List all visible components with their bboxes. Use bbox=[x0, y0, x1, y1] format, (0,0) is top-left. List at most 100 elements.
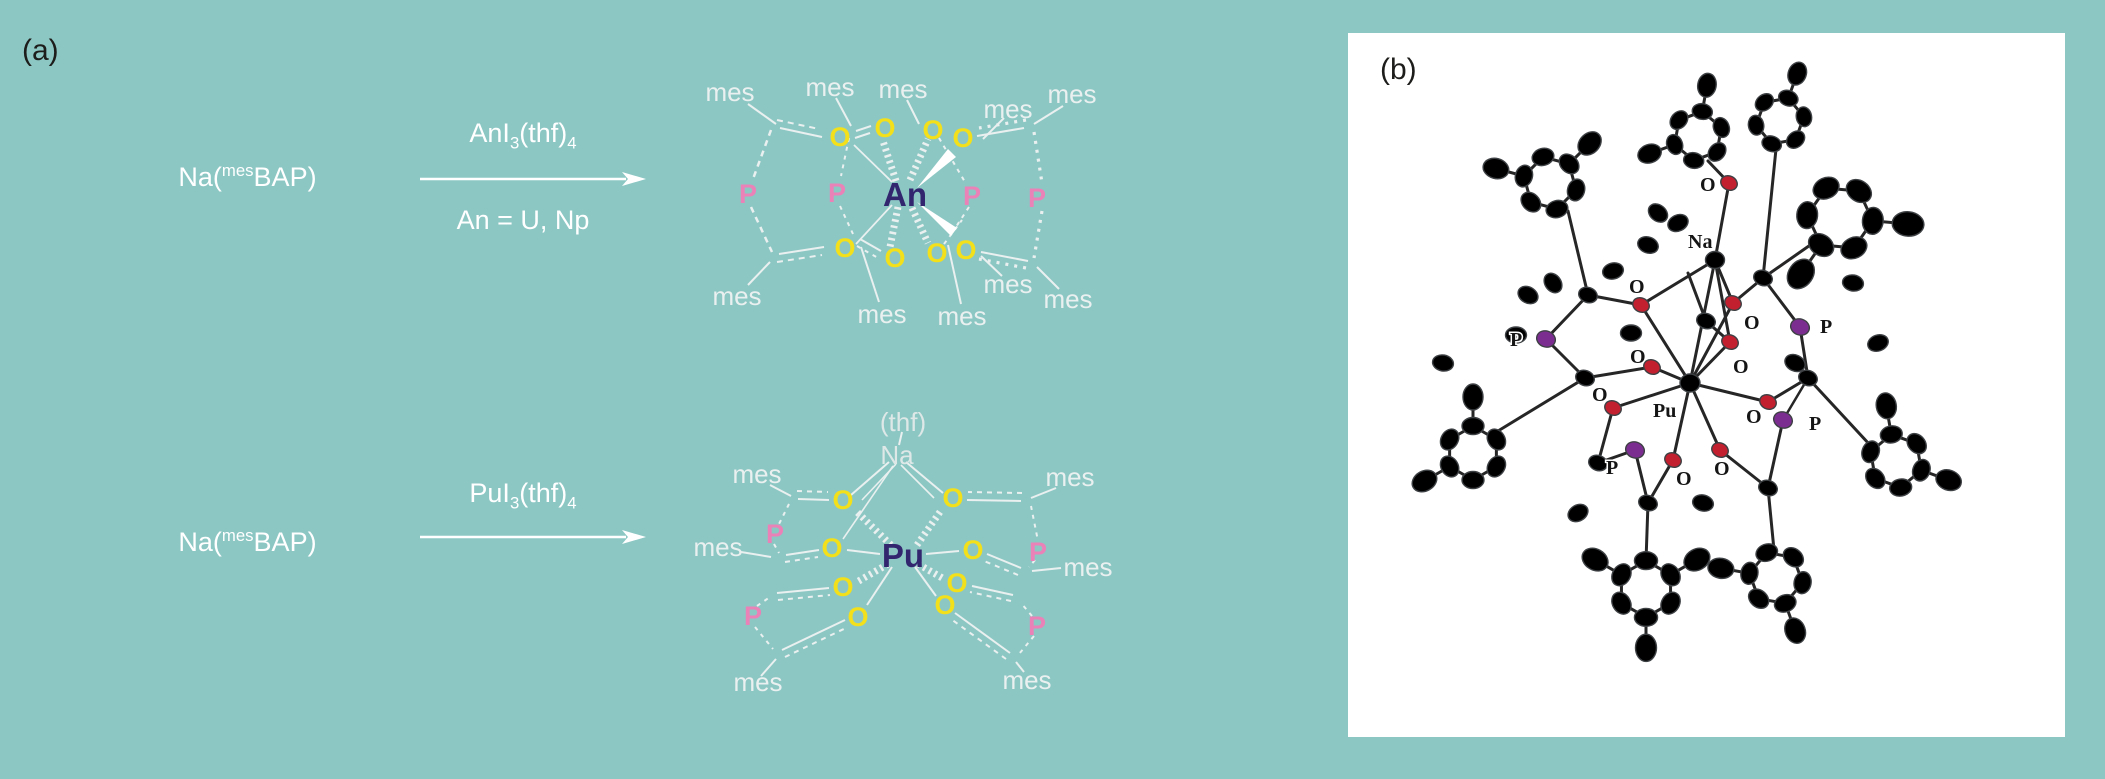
reactant-1-rest: BAP) bbox=[253, 162, 317, 192]
phosphorus-atom bbox=[1789, 318, 1811, 336]
oxygen-atom bbox=[1604, 400, 1622, 416]
ortep-bond bbox=[1761, 147, 1778, 280]
oxygen-label: O bbox=[821, 533, 842, 563]
oxygen-label: O bbox=[834, 233, 855, 263]
an-structure-bonds bbox=[747, 97, 1064, 305]
mes-label: mes bbox=[937, 301, 986, 331]
methyl-ellipsoid bbox=[1935, 469, 1963, 492]
ortep-heteroatoms bbox=[1535, 175, 1811, 468]
carbon-ellipsoid bbox=[1758, 479, 1778, 497]
methyl-ellipsoid bbox=[1875, 392, 1898, 420]
carbon-ellipsoid bbox=[1637, 235, 1659, 255]
reagent-2: PuI3(thf)4 bbox=[408, 478, 638, 513]
carbon-ellipsoid bbox=[1611, 591, 1632, 615]
carbon-ellipsoid bbox=[1691, 102, 1714, 121]
carbon-ellipsoid bbox=[1845, 178, 1873, 204]
phosphorus-label: P bbox=[739, 179, 757, 209]
carbon-ellipsoid bbox=[1740, 561, 1759, 585]
mes-label: mes bbox=[1043, 284, 1092, 314]
ortep-p-label: P bbox=[1606, 457, 1618, 479]
carbon-ellipsoid bbox=[1865, 467, 1886, 490]
ortep-bond bbox=[1496, 376, 1587, 433]
condition-1: An = U, Np bbox=[456, 205, 590, 235]
carbon-ellipsoid bbox=[1588, 454, 1608, 472]
ortep-bond bbox=[1566, 209, 1590, 297]
reaction-1-arrow bbox=[420, 172, 646, 186]
panel-b-label: (b) bbox=[1380, 53, 1417, 86]
methyl-ellipsoid bbox=[1581, 547, 1609, 572]
carbon-ellipsoid bbox=[1861, 206, 1884, 235]
carbon-ellipsoid bbox=[1784, 353, 1806, 373]
oxygen-atom bbox=[1724, 295, 1742, 311]
ortep-bond bbox=[1639, 258, 1717, 307]
an-wedge-bond-bottom bbox=[917, 202, 957, 236]
oxygen-label: O bbox=[832, 572, 853, 602]
ortep-bond bbox=[1688, 381, 1722, 452]
carbon-ellipsoid bbox=[1578, 286, 1598, 304]
reagent-2-sub2: 4 bbox=[567, 493, 577, 513]
ortep-o-label: O bbox=[1629, 276, 1645, 298]
carbon-ellipsoid bbox=[1601, 262, 1625, 280]
arrow-head bbox=[622, 172, 646, 186]
phosphorus-label: P bbox=[766, 519, 784, 549]
carbon-ellipsoid bbox=[1753, 269, 1773, 287]
ortep-bond bbox=[1639, 303, 1692, 385]
carbon-ellipsoid bbox=[1543, 272, 1563, 294]
phosphorus-label: P bbox=[828, 178, 846, 208]
carbon-ellipsoid bbox=[1633, 607, 1659, 627]
carbon-ellipsoid bbox=[1777, 89, 1799, 107]
mes-label: mes bbox=[805, 72, 854, 102]
mes-label: mes bbox=[712, 281, 761, 311]
oxygen-atom bbox=[1720, 175, 1738, 191]
carbon-ellipsoid bbox=[1531, 147, 1555, 167]
mes-label: mes bbox=[1063, 552, 1112, 582]
ortep-o-label: O bbox=[1714, 458, 1730, 480]
carbon-ellipsoid bbox=[1755, 543, 1779, 563]
carbon-ellipsoid bbox=[1486, 428, 1507, 451]
mes-label: mes bbox=[878, 74, 927, 104]
reagent-2-base: PuI bbox=[469, 478, 510, 508]
carbon-ellipsoid bbox=[1807, 232, 1835, 258]
carbon-ellipsoid bbox=[1707, 142, 1727, 162]
mes-label: mes bbox=[857, 299, 906, 329]
ortep-o-label: O bbox=[1676, 468, 1692, 490]
ortep-na-label: Na bbox=[1688, 231, 1712, 253]
product-structure-an: mes mes mes mes mes mes mes mes mes mes … bbox=[705, 72, 1096, 331]
reagent-2-sub1: 3 bbox=[509, 493, 520, 513]
ortep-p-label: P bbox=[1510, 329, 1522, 351]
ortep-p-label: P bbox=[1809, 413, 1821, 435]
thf-label: (thf) bbox=[880, 407, 926, 437]
ortep-carbons bbox=[1411, 61, 1963, 663]
ortep-bond bbox=[1718, 448, 1770, 490]
methyl-ellipsoid bbox=[1462, 383, 1484, 411]
oxygen-atom bbox=[1643, 359, 1661, 375]
mes-label: mes bbox=[983, 94, 1032, 124]
carbon-ellipsoid bbox=[1812, 176, 1840, 200]
carbon-ellipsoid bbox=[1773, 593, 1797, 613]
carbon-ellipsoid bbox=[1461, 416, 1485, 436]
product-structure-pu: (thf) Na mes mes mes mes mes mes O O O O… bbox=[693, 407, 1112, 697]
carbon-ellipsoid bbox=[1761, 135, 1783, 153]
methyl-ellipsoid bbox=[1707, 557, 1735, 580]
reactant-2-base: Na( bbox=[178, 527, 222, 557]
reagent-1-sub2: 4 bbox=[567, 133, 577, 153]
carbon-ellipsoid bbox=[1841, 274, 1865, 292]
carbon-ellipsoid bbox=[1520, 191, 1542, 213]
reagent-1-base: AnI bbox=[469, 118, 510, 148]
mes-label: mes bbox=[733, 667, 782, 697]
reagent-2-mid: (thf) bbox=[519, 478, 568, 508]
reactant-1-sup: mes bbox=[221, 161, 254, 180]
reagent-1-mid: (thf) bbox=[519, 118, 568, 148]
carbon-ellipsoid bbox=[1486, 455, 1507, 478]
methyl-ellipsoid bbox=[1634, 633, 1658, 663]
mes-label: mes bbox=[1047, 79, 1096, 109]
phosphorus-label: P bbox=[1029, 537, 1047, 567]
carbon-ellipsoid bbox=[1712, 116, 1731, 139]
carbon-ellipsoid bbox=[1665, 133, 1684, 156]
carbon-ellipsoid bbox=[1439, 428, 1460, 451]
phosphorus-label: P bbox=[1028, 183, 1046, 213]
carbon-ellipsoid bbox=[1906, 432, 1927, 455]
ortep-pu-label: Pu bbox=[1653, 400, 1676, 422]
